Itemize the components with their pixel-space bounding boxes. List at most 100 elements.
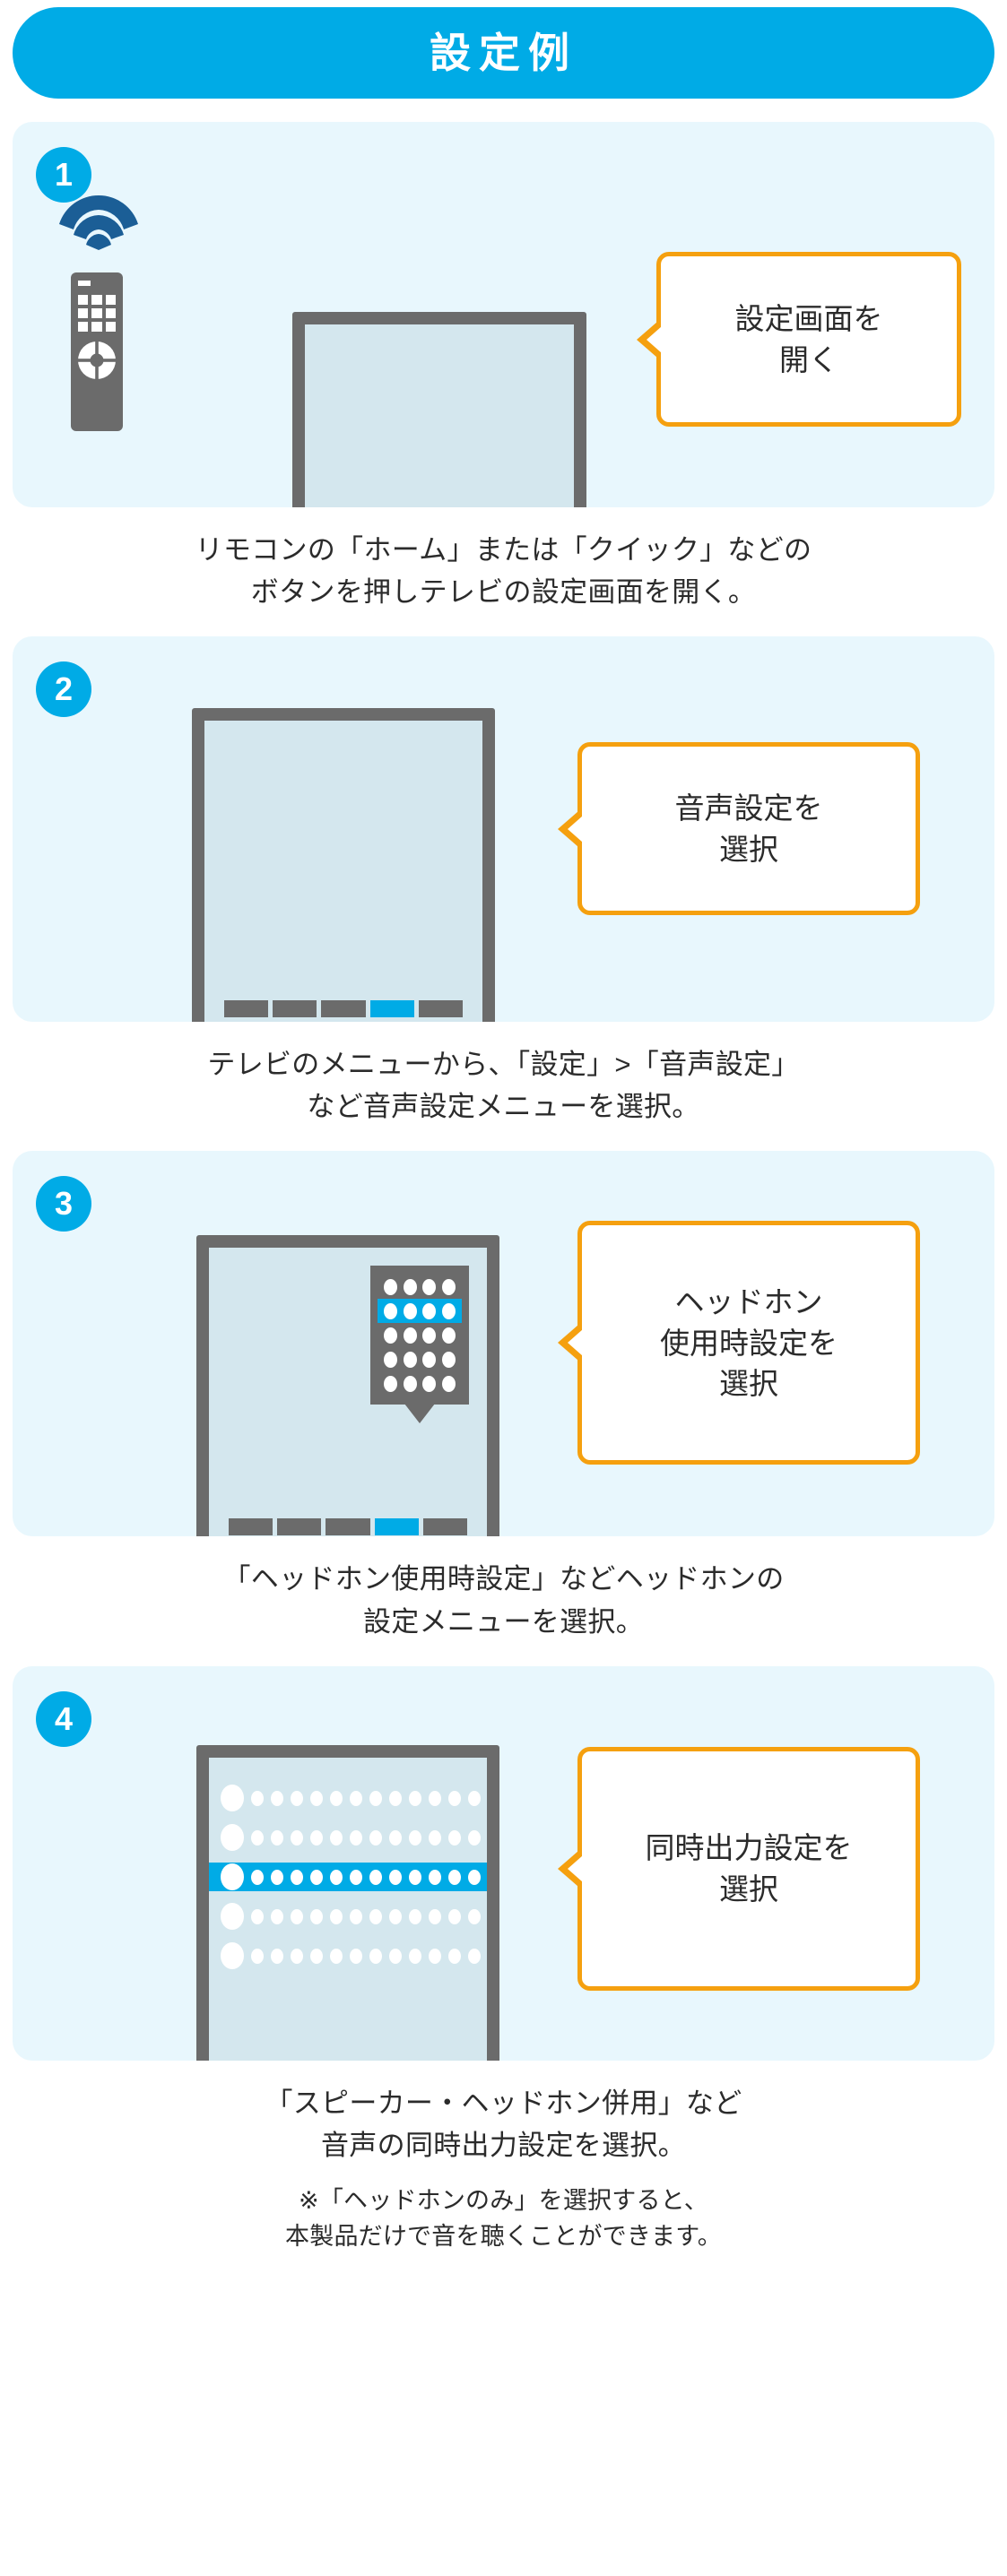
step-caption-2: テレビのメニューから、「設定」>「音声設定」 など音声設定メニューを選択。 [207, 1049, 800, 1123]
dropdown-dot [422, 1302, 437, 1319]
callout-text-3: ヘッドホン 使用時設定を 選択 [660, 1285, 838, 1401]
callout-bubble-2: 音声設定を 選択 [558, 742, 920, 916]
tv-body [196, 1744, 499, 2061]
option-dot [310, 1908, 323, 1924]
menu-bar-item[interactable] [321, 1000, 366, 1018]
header-banner: 設定例 [13, 7, 994, 99]
remote-key [105, 295, 116, 305]
option-dot [291, 1829, 303, 1846]
menu-bar-item[interactable] [228, 1517, 273, 1535]
option-dot [271, 1790, 283, 1806]
step-block-2: 2 [0, 636, 1007, 1133]
option-dot [409, 1869, 421, 1885]
option-row[interactable] [209, 1941, 487, 1970]
dropdown-dot [422, 1351, 437, 1368]
option-dot [271, 1908, 283, 1924]
menu-bar-item-active[interactable] [369, 1000, 414, 1018]
option-dot [468, 1948, 481, 1964]
step-badge-4: 4 [36, 1690, 91, 1747]
dropdown-dot [403, 1278, 417, 1295]
dropdown-dot [441, 1302, 456, 1319]
option-dot [291, 1948, 303, 1964]
option-dot [448, 1908, 461, 1924]
step-note-4: ※「ヘッドホンのみ」を選択すると、 本製品だけで音を聴くことができます。 [285, 2186, 722, 2251]
tv-screen [305, 324, 574, 507]
menu-bar-item[interactable] [419, 1000, 464, 1018]
dropdown-row[interactable] [378, 1275, 462, 1299]
menu-bar-item[interactable] [326, 1517, 370, 1535]
option-dot [369, 1790, 382, 1806]
dropdown-row[interactable] [378, 1371, 462, 1396]
remote-key [91, 308, 102, 318]
remote-key [91, 322, 102, 332]
tv-menu-bar [223, 1000, 464, 1018]
option-bullet [221, 1824, 244, 1852]
dropdown-dot [384, 1375, 398, 1392]
option-row[interactable] [209, 1823, 487, 1852]
tv-screen [209, 1757, 487, 2061]
option-dot [448, 1790, 461, 1806]
dropdown-dot [384, 1278, 398, 1295]
wifi-signal-icon [57, 183, 140, 250]
dropdown-dot [422, 1327, 437, 1344]
menu-bar-item[interactable] [277, 1517, 322, 1535]
remote-control [71, 272, 123, 431]
option-dot [468, 1790, 481, 1806]
option-dot [271, 1948, 283, 1964]
remote-key [91, 295, 102, 305]
remote-key [78, 322, 89, 332]
dropdown-row[interactable] [378, 1347, 462, 1371]
option-bullet [221, 1863, 244, 1891]
illustration-panel-1: 1 [13, 122, 994, 507]
remote-key [105, 308, 116, 318]
step-caption-1: リモコンの「ホーム」または「クイック」などの ボタンを押しテレビの設定画面を開く… [195, 534, 812, 609]
dropdown-dot [441, 1327, 456, 1344]
callout-text-4: 同時出力設定を 選択 [645, 1831, 853, 1906]
option-dot [350, 1869, 362, 1885]
dropdown-dot [403, 1327, 417, 1344]
settings-option-list [209, 1784, 487, 1970]
illustration-panel-3: 3 [13, 1151, 994, 1537]
option-dot [409, 1790, 421, 1806]
step-block-4: 4 [0, 1665, 1007, 2255]
tv-body [196, 1235, 499, 1537]
option-dot [369, 1908, 382, 1924]
option-dot [448, 1829, 461, 1846]
dropdown-row[interactable] [378, 1323, 462, 1347]
callout-tail-inner [647, 325, 662, 353]
menu-bar-item[interactable] [273, 1000, 317, 1018]
option-row[interactable] [209, 1902, 487, 1931]
option-dot [389, 1948, 402, 1964]
step-caption-3: 「ヘッドホン使用時設定」などヘッドホンの 設定メニューを選択。 [222, 1563, 785, 1638]
option-dot [271, 1869, 283, 1885]
option-dot [251, 1948, 264, 1964]
menu-bar-item[interactable] [223, 1000, 268, 1018]
step-badge-2: 2 [36, 661, 91, 718]
option-dot [369, 1829, 382, 1846]
remote-key [105, 322, 116, 332]
option-dot [251, 1790, 264, 1806]
callout-tail-inner [568, 1854, 583, 1882]
option-row[interactable] [209, 1784, 487, 1812]
tv-body [192, 708, 495, 1023]
option-dot [330, 1908, 343, 1924]
menu-bar-item-active[interactable] [374, 1517, 419, 1535]
remote-key [78, 308, 89, 318]
option-dot [291, 1869, 303, 1885]
tv-screen [209, 1248, 487, 1537]
infographic-page: 設定例 1 [0, 7, 1007, 2291]
step-block-3: 3 [0, 1151, 1007, 1647]
dropdown-dot [441, 1351, 456, 1368]
option-row-active[interactable] [209, 1863, 487, 1892]
option-dot [350, 1790, 362, 1806]
option-dot [468, 1869, 481, 1885]
dropdown-pointer-icon [404, 1404, 435, 1424]
menu-bar-item[interactable] [423, 1517, 468, 1535]
option-dot [429, 1790, 441, 1806]
callout-text-1: 設定画面を 開く [734, 301, 883, 376]
illustration-panel-4: 4 [13, 1665, 994, 2061]
option-dot [468, 1829, 481, 1846]
option-dot [429, 1948, 441, 1964]
dropdown-row-active[interactable] [378, 1299, 462, 1324]
option-dot [389, 1790, 402, 1806]
